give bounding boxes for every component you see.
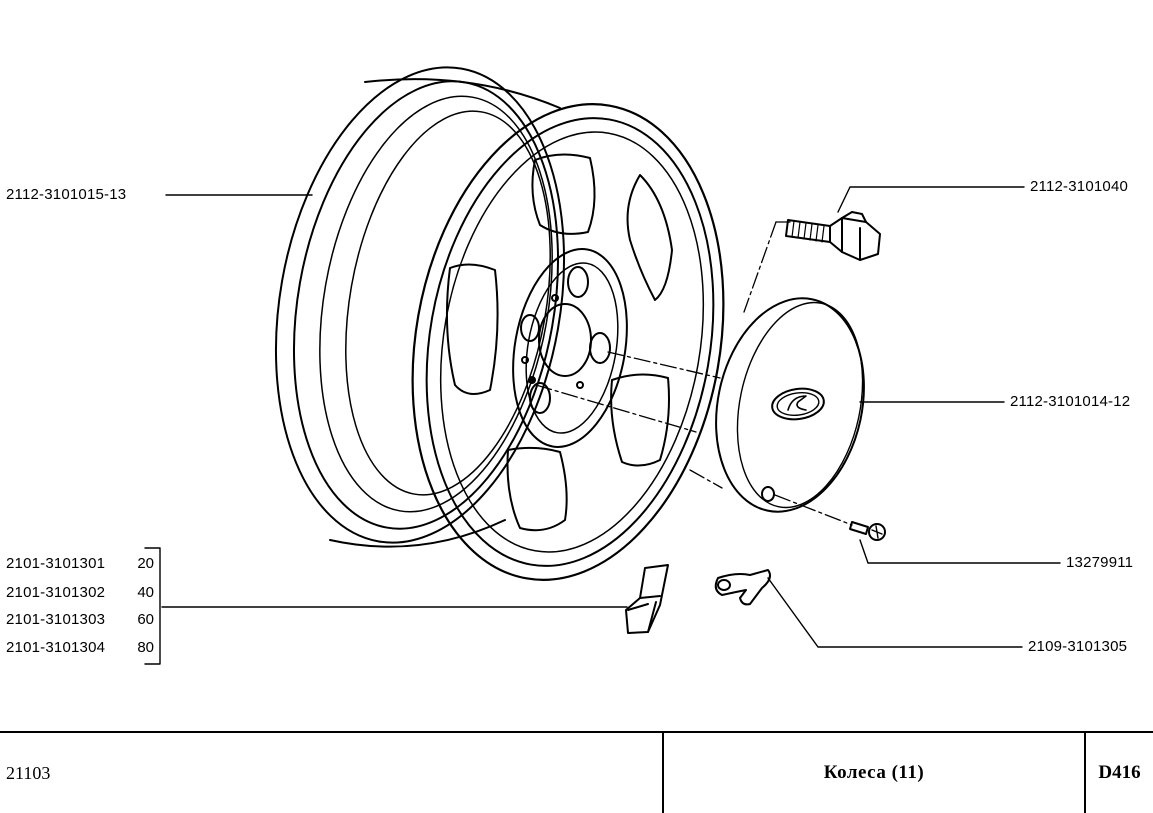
weight-value: 80: [137, 639, 154, 656]
part-label-valve-clip: 2109-3101305: [1028, 638, 1128, 655]
hub-cap-icon: [715, 297, 865, 513]
weight-value: 40: [137, 584, 154, 601]
weight-code: 2101-3101303: [6, 611, 106, 628]
wheel-bolt-icon: [785, 211, 881, 261]
weight-code: 2101-3101302: [6, 584, 106, 601]
screw-icon: [849, 521, 886, 541]
weight-code: 2101-3101301: [6, 555, 106, 572]
leader-screw: [859, 539, 1061, 564]
valve-clip-icon: [714, 569, 771, 606]
part-label-wheel-rim: 2112-3101015-13: [6, 186, 127, 203]
weights-bracket: [144, 547, 161, 665]
exploded-wheel-diagram: [144, 66, 1061, 665]
balance-weight-icon: [625, 564, 669, 634]
wheel-rim-icon: [274, 66, 725, 581]
title-block: 21103 Колеса (11) D416: [0, 731, 1153, 813]
weight-code: 2101-3101304: [6, 639, 106, 656]
leader-valve-clip: [767, 577, 1023, 648]
part-label-hub-cap: 2112-3101014-12: [1010, 393, 1131, 410]
model-code: 21103: [6, 762, 51, 783]
part-label-cap-screw: 13279911: [1066, 554, 1134, 571]
part-label-wheel-bolt: 2112-3101040: [1030, 178, 1129, 195]
section-title: Колеса (11): [823, 762, 925, 783]
page-code: D416: [1098, 762, 1141, 783]
lada-logo-icon: [771, 387, 825, 421]
title-block-divider: [1084, 733, 1086, 813]
leader-wheel-bolt: [837, 186, 1025, 213]
weight-value: 20: [137, 555, 154, 572]
weight-value: 60: [137, 611, 154, 628]
title-block-divider: [662, 733, 664, 813]
